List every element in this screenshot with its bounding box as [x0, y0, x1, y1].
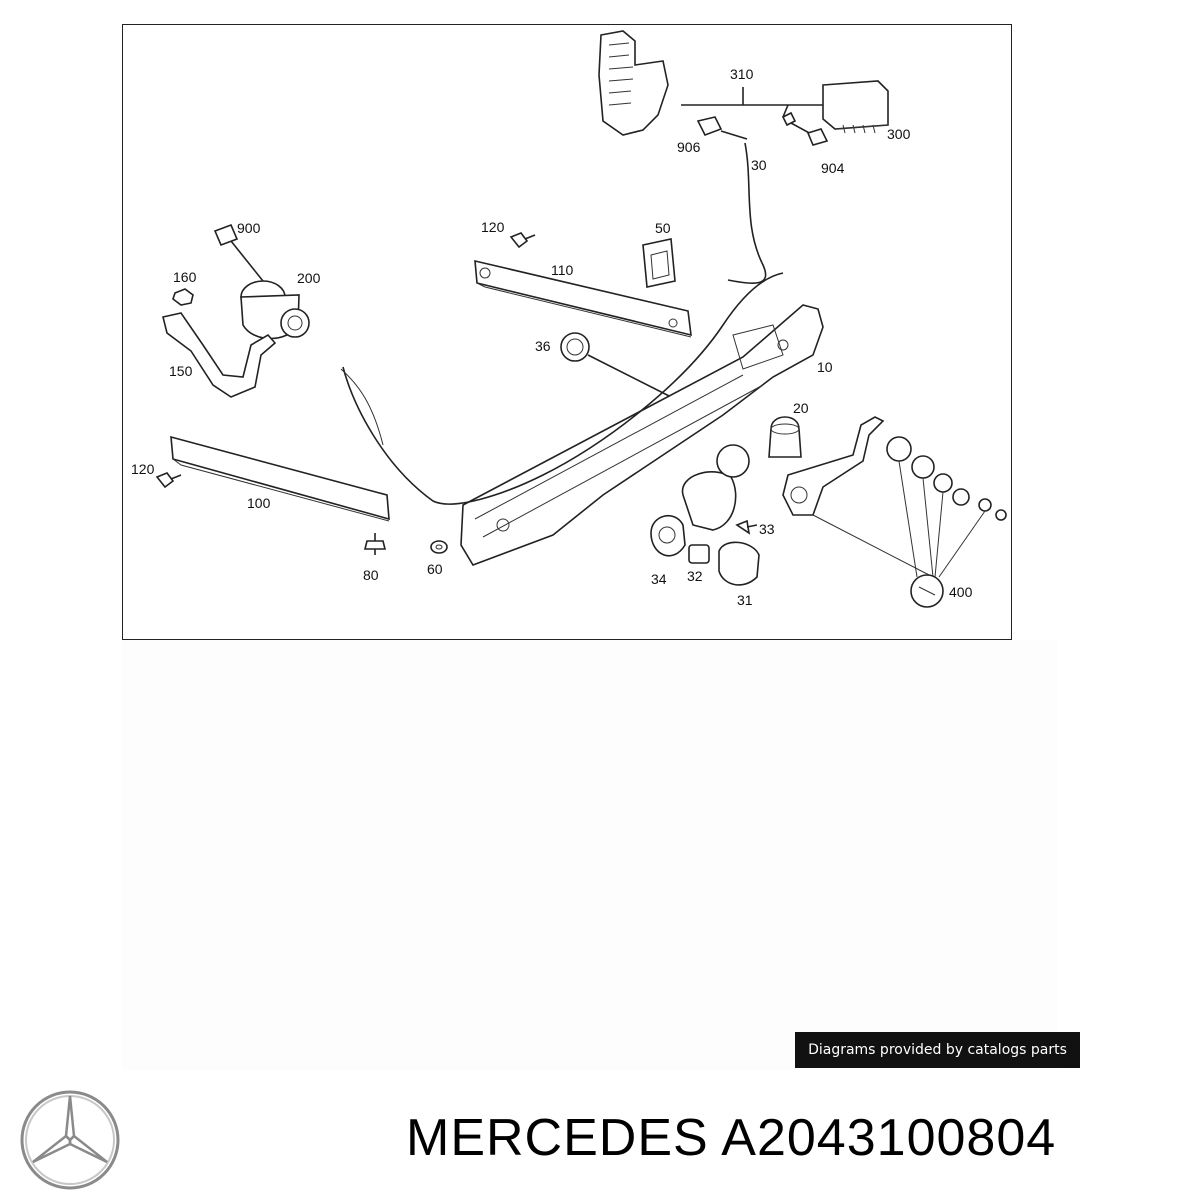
connector-904: [781, 111, 829, 146]
connector-900: [213, 223, 264, 282]
wiring-310: [681, 87, 823, 118]
callout-120-upper: 120: [481, 219, 505, 235]
washer-60: [430, 540, 448, 554]
callout-33: 33: [759, 521, 775, 537]
plate-50: [642, 238, 676, 288]
cable-30: [727, 142, 767, 285]
cap-20: [768, 416, 802, 458]
callout-200: 200: [297, 270, 321, 286]
callout-110: 110: [551, 262, 574, 278]
tow-ball: [681, 444, 750, 531]
callout-31: 31: [737, 592, 753, 608]
callout-20: 20: [793, 400, 809, 416]
callout-900: 900: [237, 220, 261, 236]
mercedes-star-icon: [18, 1088, 122, 1192]
nut-160: [172, 288, 194, 306]
parts-diagram-drawing: 310 300 906 30 904 900 120 50 160 200 11…: [131, 30, 1007, 608]
callout-36: 36: [535, 338, 551, 354]
callout-120-lower: 120: [131, 461, 155, 477]
motor-unit-200: [240, 280, 310, 340]
beam-100: [170, 435, 390, 522]
credit-label: Diagrams provided by catalogs parts: [795, 1032, 1080, 1068]
cap-36: [560, 332, 684, 404]
callout-50: 50: [655, 220, 671, 236]
bolt-120-lower: [155, 472, 182, 489]
callout-30: 30: [751, 157, 767, 173]
callout-400: 400: [949, 584, 973, 600]
cover-31: [718, 541, 760, 586]
product-title: MERCEDES A2043100804: [406, 1109, 1057, 1167]
parts-diagram: 310 300 906 30 904 900 120 50 160 200 11…: [122, 24, 1012, 640]
callout-60: 60: [427, 561, 443, 577]
callout-34: 34: [651, 571, 667, 587]
callout-160: 160: [173, 269, 197, 285]
control-unit-large: [598, 30, 669, 136]
wiring-harness: [342, 272, 784, 505]
callout-100: 100: [247, 495, 271, 511]
bracket-150: [162, 312, 277, 398]
page-background: [122, 640, 1058, 1070]
callout-300: 300: [887, 126, 911, 142]
callout-80: 80: [363, 567, 379, 583]
callout-310: 310: [730, 66, 754, 82]
callout-906: 906: [677, 139, 701, 155]
seal-32: [688, 544, 710, 564]
screw-33: [735, 519, 758, 535]
bracket-400-set: [782, 416, 1007, 608]
crossmember-10: [460, 304, 824, 566]
callout-904: 904: [821, 160, 845, 176]
bolt-120-upper: [509, 232, 536, 249]
callout-150: 150: [169, 363, 193, 379]
bolt-80: [363, 533, 387, 555]
socket-34: [650, 514, 686, 557]
control-module-300: [822, 80, 889, 134]
callout-10: 10: [817, 359, 833, 375]
callout-32: 32: [687, 568, 703, 584]
beam-110: [474, 259, 692, 338]
connector-906: [696, 116, 748, 140]
